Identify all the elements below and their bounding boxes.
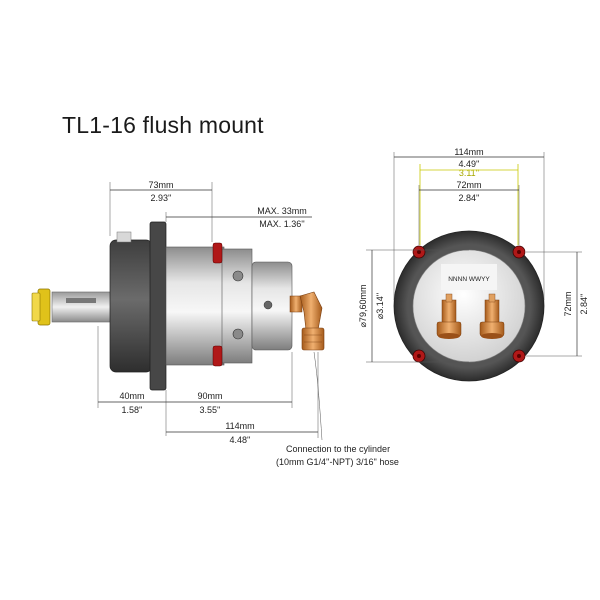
brass-port-right bbox=[479, 293, 505, 339]
connection-note-line2: (10mm G1/4''-NPT) 3/16'' hose bbox=[276, 457, 399, 467]
bolt-top bbox=[212, 242, 223, 264]
dim-front-inner-mm: ⌀79,60mm bbox=[358, 285, 368, 328]
dim-40-mm: 40mm bbox=[119, 391, 144, 401]
dim-front-72v-in: 2.84'' bbox=[579, 293, 589, 314]
drawing-title: TL1-16 flush mount bbox=[62, 112, 264, 138]
dim-114-mm: 114mm bbox=[225, 421, 254, 431]
mounting-flange bbox=[149, 221, 167, 391]
screw-bottom bbox=[232, 328, 244, 340]
dim-114-in: 4.48'' bbox=[230, 435, 251, 445]
dim-front-72h-in: 2.84'' bbox=[459, 193, 480, 203]
fitting-nut bbox=[301, 327, 325, 351]
brass-port-left bbox=[436, 293, 462, 339]
pump-body bbox=[165, 246, 225, 366]
shaft-nut-cap bbox=[31, 292, 41, 322]
housing-stub bbox=[116, 231, 132, 243]
dim-front-114-in2: 3.11'' bbox=[459, 168, 480, 178]
dim-90-mm: 90mm bbox=[197, 391, 222, 401]
end-cap-screw bbox=[263, 300, 273, 310]
fitting-elbow bbox=[299, 291, 323, 331]
connection-note-line1: Connection to the cylinder bbox=[286, 444, 390, 454]
connection-leader bbox=[313, 351, 323, 441]
dim-max33-in: MAX. 1.36'' bbox=[259, 219, 305, 229]
dim-40-in: 1.58'' bbox=[122, 405, 143, 415]
bolt-bottom bbox=[212, 345, 223, 367]
dim-front-114-mm: 114mm bbox=[454, 147, 483, 157]
dim-front-72h-mm: 72mm bbox=[456, 180, 481, 190]
shaft bbox=[51, 291, 115, 323]
dim-front-inner-in: ⌀3.14'' bbox=[375, 293, 385, 320]
shaft-keyway bbox=[66, 298, 96, 303]
side-view: 73mm 2.93'' MAX. 33mm MAX. 1.36'' 40mm 1… bbox=[31, 180, 399, 467]
screw-top bbox=[232, 270, 244, 282]
front-view: NNNN WWYY bbox=[358, 147, 589, 382]
dim-front-114-in1: 4.49'' bbox=[459, 159, 480, 169]
dim-73-mm: 73mm bbox=[148, 180, 173, 190]
dim-max33-mm: MAX. 33mm bbox=[257, 206, 307, 216]
rear-housing bbox=[109, 239, 153, 373]
pump-body-rear bbox=[221, 248, 253, 364]
dim-73-in: 2.93'' bbox=[151, 193, 172, 203]
fitting-stem bbox=[289, 295, 303, 313]
dim-front-72v-mm: 72mm bbox=[563, 291, 573, 316]
dim-90-in: 3.55'' bbox=[200, 405, 221, 415]
label-plate: NNNN WWYY bbox=[448, 276, 490, 283]
